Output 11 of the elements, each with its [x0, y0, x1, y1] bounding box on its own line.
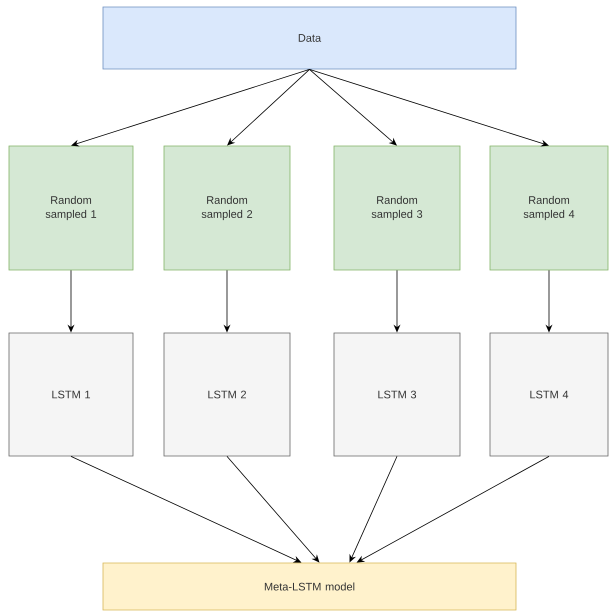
data-box: Data — [102, 6, 516, 70]
model-box: LSTM 1 — [8, 332, 134, 456]
model-box: LSTM 4 — [490, 332, 608, 456]
sample-box: Random sampled 1 — [8, 146, 134, 270]
sample-box: Random sampled 4 — [490, 146, 608, 270]
sample-box: Random sampled 3 — [334, 146, 460, 270]
output-box: Meta-LSTM model — [102, 562, 516, 610]
arrow — [356, 456, 550, 563]
model-box: LSTM 2 — [164, 332, 290, 456]
model-box: LSTM 3 — [334, 332, 460, 456]
sample-box: Random sampled 2 — [164, 146, 290, 270]
